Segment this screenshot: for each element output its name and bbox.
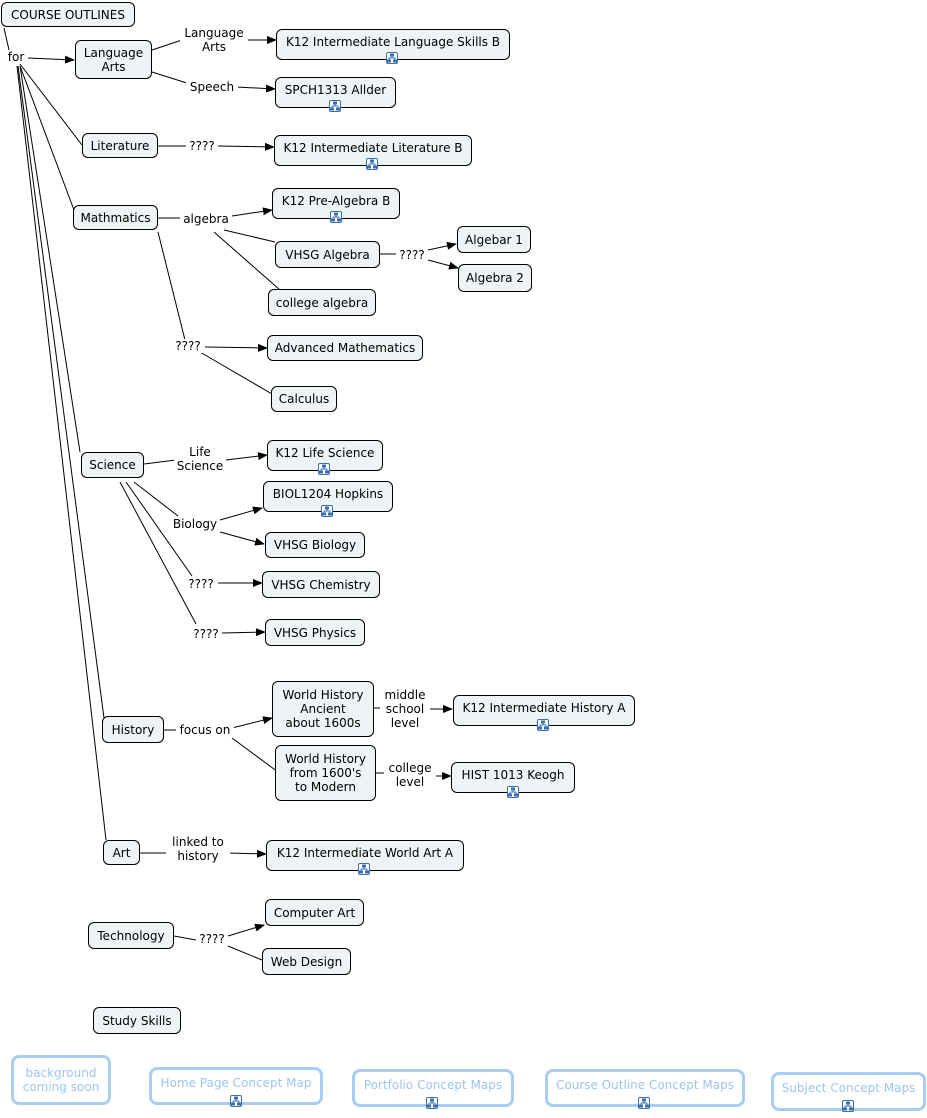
link-label-speech: Speech: [186, 80, 238, 94]
subject-language-arts[interactable]: Language Arts: [75, 40, 152, 79]
link-label-algebra-q: ????: [396, 248, 428, 262]
course-vhsg-chemistry[interactable]: VHSG Chemistry: [262, 571, 380, 598]
nav-label: Home Page Concept Map: [160, 1076, 312, 1090]
course-label: K12 Intermediate Language Skills B: [285, 35, 501, 49]
course-vhsg-physics[interactable]: VHSG Physics: [265, 619, 365, 646]
link-label-phys-q: ????: [190, 627, 222, 641]
course-label: K12 Life Science: [275, 446, 375, 460]
concept-map-icon[interactable]: [230, 1095, 242, 1107]
link-label-algebra: algebra: [180, 212, 232, 226]
concept-map-icon[interactable]: [329, 100, 341, 112]
concept-map-icon[interactable]: [386, 52, 398, 64]
course-web-design[interactable]: Web Design: [262, 948, 351, 975]
link-label-language-arts: Language Arts: [180, 26, 248, 54]
course-label: K12 Intermediate Literature B: [283, 141, 463, 155]
subject-study-skills[interactable]: Study Skills: [93, 1007, 181, 1034]
subject-mathmatics[interactable]: Mathmatics: [73, 205, 158, 230]
concept-map-icon[interactable]: [366, 158, 378, 170]
subject-technology[interactable]: Technology: [88, 922, 174, 949]
link-label-life-science: Life Science: [174, 445, 226, 473]
link-label-linked-history: linked to history: [166, 835, 230, 863]
subject-science[interactable]: Science: [81, 452, 144, 478]
course-label: K12 Intermediate History A: [462, 701, 626, 715]
course-label: BIOL1204 Hopkins: [272, 487, 384, 501]
course-world-history-modern[interactable]: World History from 1600's to Modern: [275, 745, 376, 801]
concept-map-icon[interactable]: [330, 211, 342, 223]
course-label: K12 Pre-Algebra B: [281, 194, 391, 208]
course-k12-language-skills-b[interactable]: K12 Intermediate Language Skills B: [276, 29, 510, 60]
nav-label: Course Outline Concept Maps: [556, 1078, 734, 1092]
concept-map-icon[interactable]: [358, 863, 370, 875]
link-label-middle-school: middle school level: [380, 688, 430, 730]
subject-literature[interactable]: Literature: [82, 133, 158, 158]
link-label-literature-q: ????: [186, 139, 218, 153]
link-label-college-level: college level: [384, 761, 436, 789]
course-computer-art[interactable]: Computer Art: [265, 899, 364, 926]
subject-art[interactable]: Art: [103, 840, 140, 865]
nav-background-button[interactable]: background coming soon: [11, 1055, 111, 1105]
course-world-history-ancient[interactable]: World History Ancient about 1600s: [272, 681, 374, 737]
link-label-math-q: ????: [172, 339, 204, 353]
concept-map-icon[interactable]: [537, 719, 549, 731]
course-algebar-1[interactable]: Algebar 1: [457, 226, 531, 253]
course-label: SPCH1313 Allder: [284, 83, 387, 97]
root-course-outlines[interactable]: COURSE OUTLINES: [1, 2, 135, 27]
course-label: K12 Intermediate World Art A: [276, 846, 454, 860]
course-vhsg-algebra[interactable]: VHSG Algebra: [275, 241, 380, 268]
concept-map-icon[interactable]: [321, 505, 333, 517]
concept-map-icon[interactable]: [842, 1100, 854, 1112]
course-calculus[interactable]: Calculus: [271, 386, 337, 412]
course-label: HIST 1013 Keogh: [461, 768, 565, 782]
link-label-for: for: [6, 50, 26, 64]
course-advanced-mathematics[interactable]: Advanced Mathematics: [267, 335, 423, 361]
nav-label: Subject Concept Maps: [781, 1081, 916, 1095]
concept-map-icon[interactable]: [426, 1097, 438, 1109]
link-label-chem-q: ????: [185, 577, 217, 591]
course-algebra-2[interactable]: Algebra 2: [458, 264, 532, 292]
link-label-tech-q: ????: [196, 932, 228, 946]
link-label-focus-on: focus on: [176, 723, 234, 737]
link-label-biology: Biology: [170, 517, 220, 531]
course-college-algebra[interactable]: college algebra: [268, 289, 376, 316]
nav-label: Portfolio Concept Maps: [363, 1078, 503, 1092]
concept-map-icon[interactable]: [507, 786, 519, 798]
subject-history[interactable]: History: [102, 716, 164, 743]
concept-map-icon[interactable]: [318, 463, 330, 475]
concept-map-icon[interactable]: [638, 1097, 650, 1109]
course-vhsg-biology[interactable]: VHSG Biology: [265, 532, 365, 558]
